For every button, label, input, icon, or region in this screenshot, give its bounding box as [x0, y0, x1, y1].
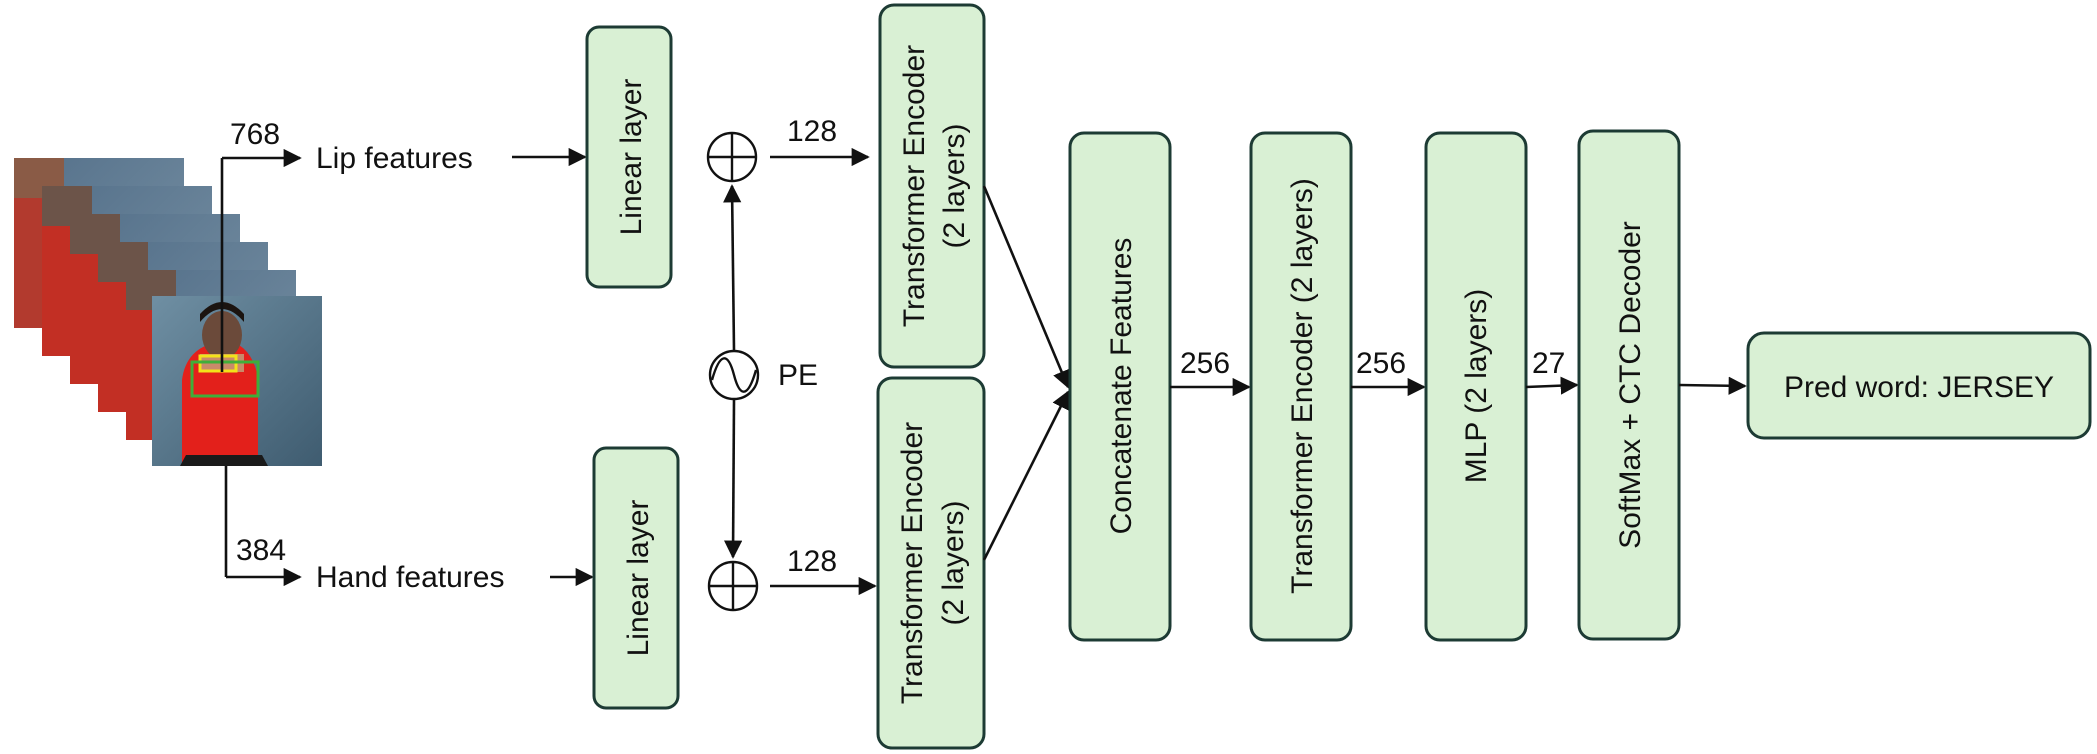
transformer-encoder-lip-label: Transformer Encoder — [898, 45, 931, 327]
linear-layer-lip: Linear layer — [585, 25, 673, 289]
sine-wave-icon — [708, 349, 760, 401]
concatenate-features: Concatenate Features — [1068, 131, 1172, 642]
hand-proj-dim-label: 128 — [787, 545, 837, 578]
prediction-label: Pred word: JERSEY — [1784, 371, 2054, 404]
video-frames — [14, 158, 322, 466]
lip-proj-dim-label: 128 — [787, 115, 837, 148]
lip-dim-label: 768 — [230, 118, 280, 151]
mlp-label: MLP (2 layers) — [1460, 289, 1493, 484]
concat-dim-label: 256 — [1180, 347, 1230, 380]
decoder-to-output-arrow — [1678, 376, 1747, 395]
mlp-dim-label: 27 — [1532, 347, 1565, 380]
softmax-ctc-decoder: SoftMax + CTC Decoder — [1577, 129, 1681, 641]
prediction-output: Pred word: JERSEY — [1746, 331, 2092, 440]
lip-to-concat-arrow — [982, 185, 1071, 389]
transformer-encoder-lip-sublabel: (2 layers) — [938, 123, 971, 248]
mlp-block: MLP (2 layers) — [1424, 131, 1528, 642]
encoder-dim-label: 256 — [1356, 347, 1406, 380]
hand-dim-label: 384 — [236, 534, 286, 567]
lip-features-label: Lip features — [316, 142, 473, 175]
transformer-encoder-hand-label: Transformer Encoder — [896, 422, 929, 704]
circled-plus-icon — [706, 131, 758, 183]
transformer-encoder-joint: Transformer Encoder (2 layers) — [1249, 131, 1353, 642]
video-frame-front — [152, 296, 322, 466]
linear-layer-hand: Linear layer — [592, 446, 680, 710]
softmax-ctc-label: SoftMax + CTC Decoder — [1614, 221, 1647, 549]
transformer-encoder-joint-label: Transformer Encoder (2 layers) — [1286, 178, 1319, 594]
linear-layer-lip-label: Linear layer — [615, 79, 648, 236]
transformer-encoder-hand: Transformer Encoder (2 layers) — [876, 376, 986, 750]
pe-to-lip-arrow — [723, 184, 742, 351]
input-wires — [220, 148, 302, 587]
hand-to-concat-arrow — [982, 390, 1070, 561]
pe-to-hand-arrow — [724, 399, 743, 559]
pe-label: PE — [778, 359, 818, 392]
concatenate-features-label: Concatenate Features — [1105, 238, 1138, 535]
mlp-to-softmax-arrow — [1525, 376, 1579, 395]
hand-features-label: Hand features — [316, 561, 504, 594]
transformer-encoder-lip: Transformer Encoder (2 layers) — [878, 3, 986, 369]
transformer-encoder-hand-sublabel: (2 layers) — [937, 500, 970, 625]
hand-roi-box — [190, 360, 260, 398]
circled-plus-icon — [707, 560, 759, 612]
linear-layer-hand-label: Linear layer — [622, 500, 655, 657]
